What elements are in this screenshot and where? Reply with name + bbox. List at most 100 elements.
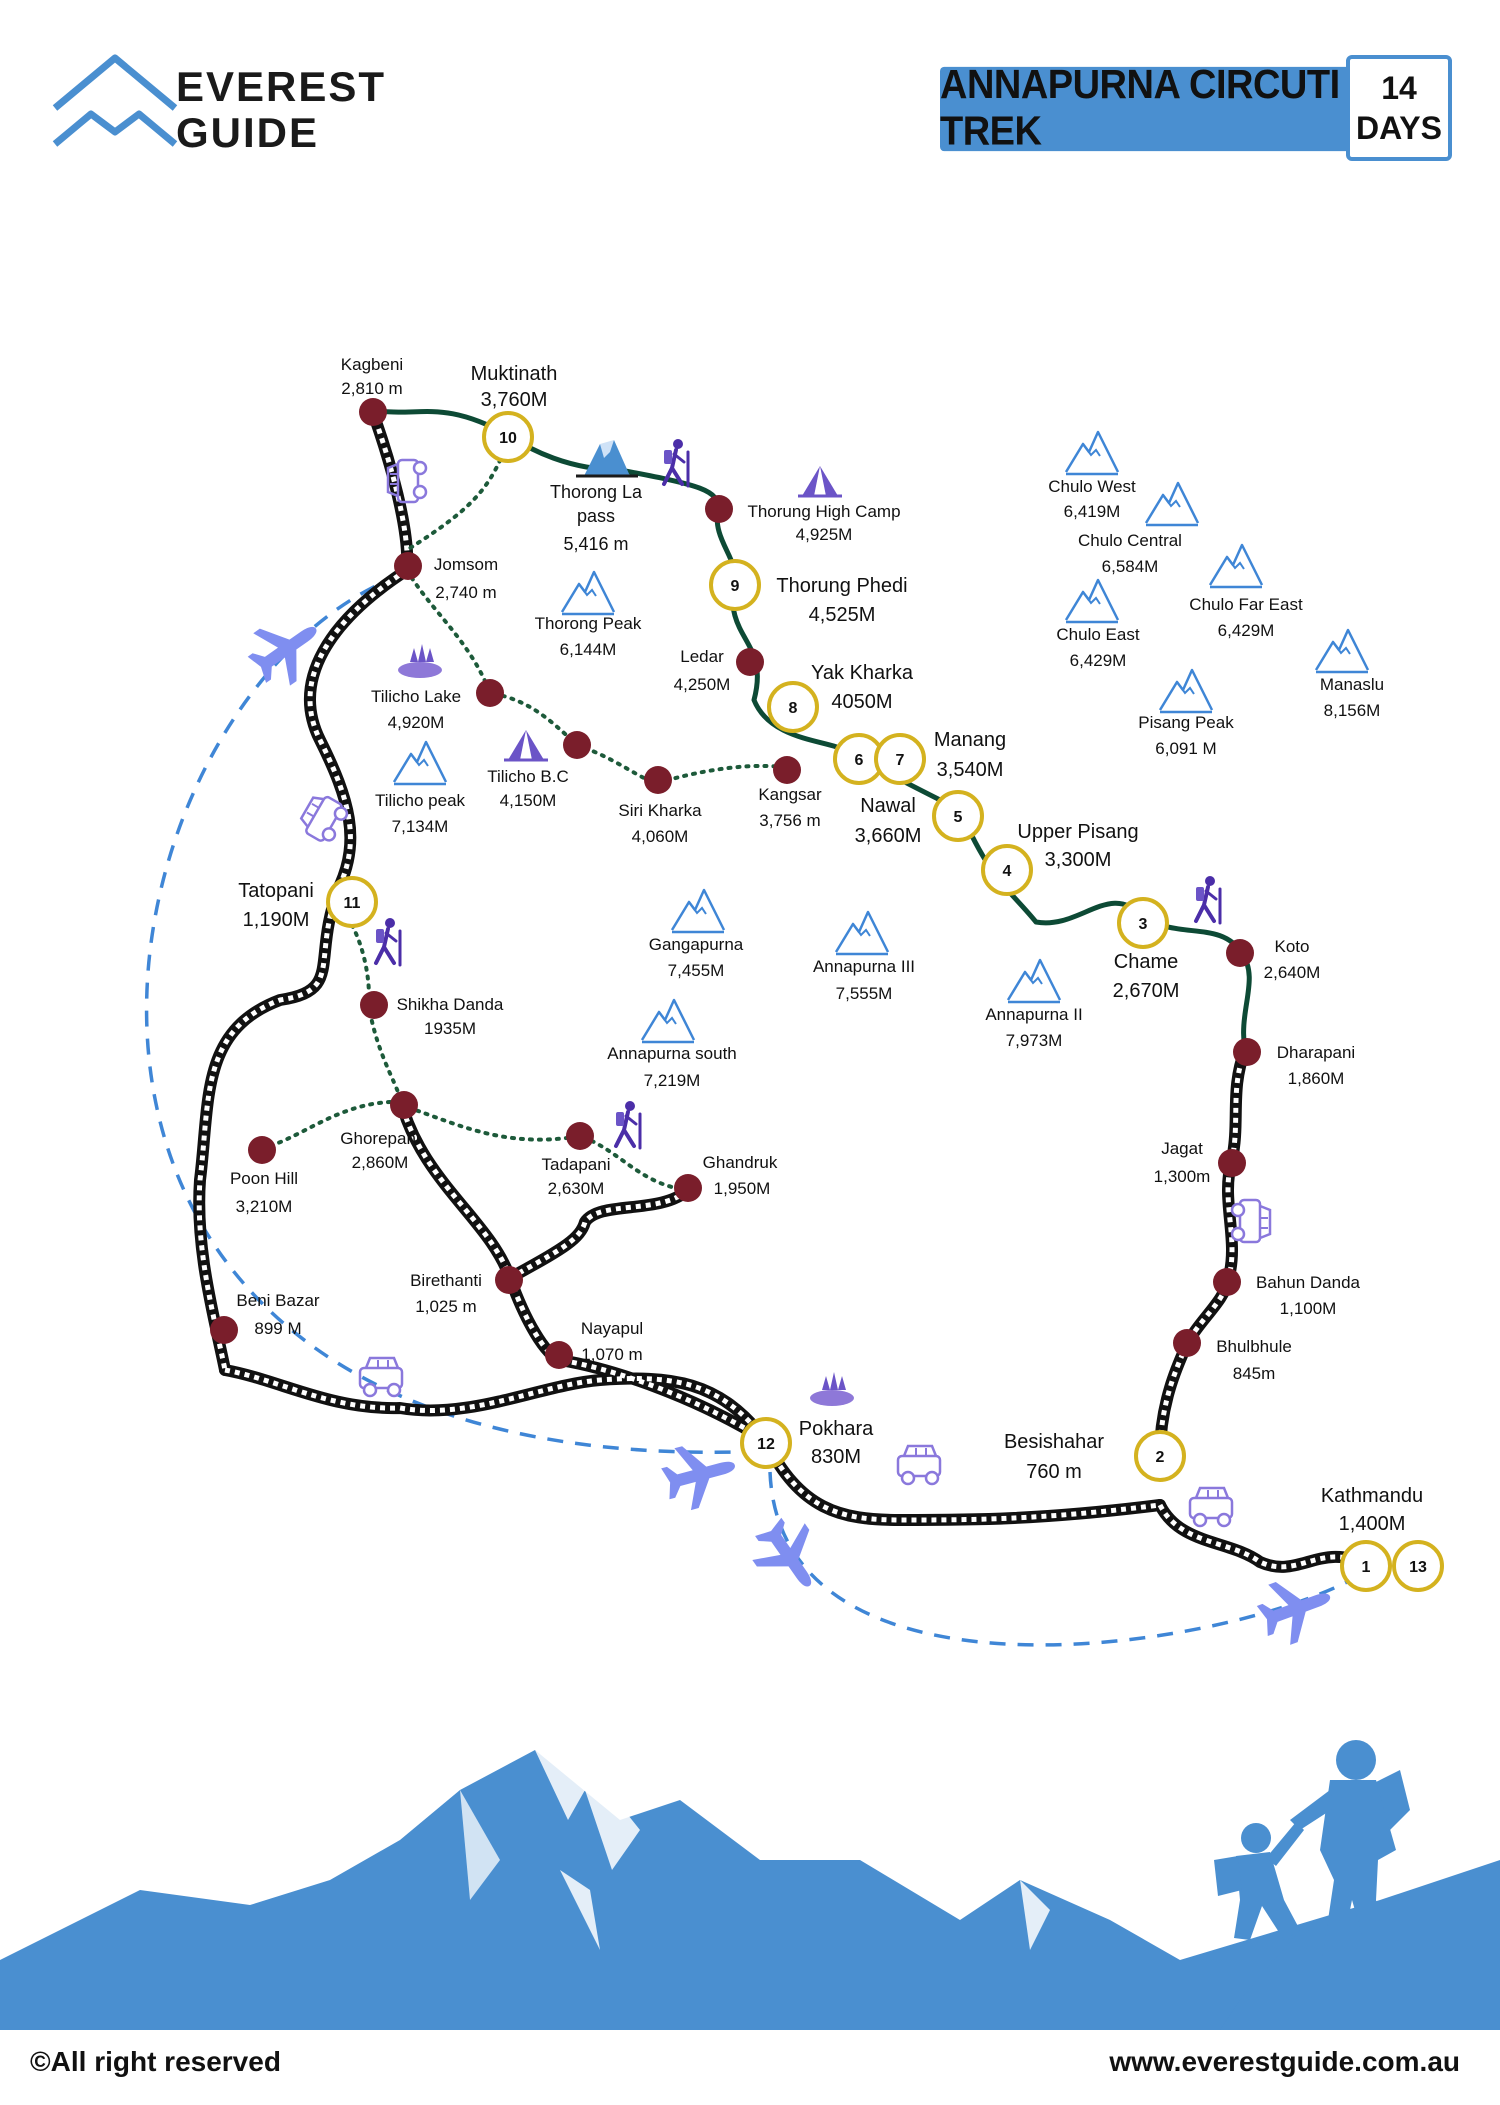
stage-8-number: 8: [789, 700, 798, 717]
waypoint-labels: Kagbeni 2,810 m Thorung High Camp 4,925M…: [230, 355, 1361, 1383]
waypoint-alt-ghorepani: 2,860M: [352, 1153, 409, 1172]
stage-labels: Kathmandu 1,400M Besishahar 760 m Chame …: [238, 363, 1423, 1535]
pass-name-line1: Thorong La: [550, 482, 643, 502]
waypoint-label-birethanti: Birethanti: [410, 1271, 482, 1290]
peak-label-annapurna-ii: Annapurna II: [985, 1005, 1082, 1024]
waypoint-alt-ghandruk: 1,950M: [714, 1179, 771, 1198]
peak-label-chulo-central: Chulo Central: [1078, 531, 1182, 550]
waypoint-marker: [248, 1136, 276, 1164]
footer-copyright: ©All right reserved: [30, 2046, 281, 2077]
peak-label-annapurna-south: Annapurna south: [607, 1044, 737, 1063]
peak-alt-chulo-east: 6,429M: [1070, 651, 1127, 670]
waypoint-label-kagbeni: Kagbeni: [341, 355, 403, 374]
waypoint-alt-thorung-high-camp: 4,925M: [796, 525, 853, 544]
mountain-logo-icon: [52, 54, 178, 147]
peak-alt-pisang-peak: 6,091 M: [1155, 739, 1216, 758]
waypoint-marker: [360, 991, 388, 1019]
waypoint-marker: [495, 1266, 523, 1294]
jeep-icon: [1230, 1198, 1272, 1244]
waypoint-label-kangsar: Kangsar: [758, 785, 822, 804]
peak-alt-thorong-peak: 6,144M: [560, 640, 617, 659]
waypoint-label-ledar: Ledar: [680, 647, 724, 666]
peaks-layer: [392, 430, 1370, 1044]
waypoint-alt-tilicho-bc: 4,150M: [500, 791, 557, 810]
duration-number: 14: [1381, 70, 1417, 106]
waypoint-marker: [1226, 939, 1254, 967]
peak-label-tilicho-peak: Tilicho peak: [375, 791, 466, 810]
waypoint-marker: [563, 731, 591, 759]
stage-alt-tatopani: 1,190M: [243, 909, 310, 931]
waypoint-marker: [705, 495, 733, 523]
waypoint-alt-dharapani: 1,860M: [1288, 1069, 1345, 1088]
waypoint-marker: [773, 756, 801, 784]
stage-alt-thorung-phedi: 4,525M: [809, 604, 876, 626]
peak-alt-gangapurna: 7,455M: [668, 961, 725, 980]
waypoint-alt-tilicho-lake: 4,920M: [388, 713, 445, 732]
waypoint-marker: [566, 1122, 594, 1150]
stage-label-nawal: Nawal: [860, 795, 916, 817]
pass-label: Thorong La pass 5,416 m: [550, 482, 643, 554]
waypoint-label-ghorepani: Ghorepani: [340, 1129, 419, 1148]
stage-4-number: 4: [1003, 863, 1012, 880]
waypoint-label-beni-bazar: Beni Bazar: [236, 1291, 319, 1310]
mountain-range-illustration: [0, 1750, 1500, 2100]
peak-label-chulo-east: Chulo East: [1056, 625, 1139, 644]
brand-line2: GUIDE: [176, 109, 320, 156]
peak-label-thorong-peak: Thorong Peak: [535, 614, 642, 633]
stage-alt-upper-pisang: 3,300M: [1045, 849, 1112, 871]
waypoint-alt-jomsom: 2,740 m: [435, 583, 496, 602]
stage-10-number: 10: [499, 430, 517, 447]
waypoint-alt-ledar: 4,250M: [674, 675, 731, 694]
waypoint-alt-beni-bazar: 899 M: [254, 1319, 301, 1338]
peak-icon: [1006, 958, 1062, 1004]
stage-markers: [326, 411, 1444, 1592]
pass-alt: 5,416 m: [563, 534, 628, 554]
peak-label-chulo-far-east: Chulo Far East: [1189, 595, 1303, 614]
waypoint-alt-bahun-danda: 1,100M: [1280, 1299, 1337, 1318]
pass-name-line2: pass: [577, 506, 615, 526]
footer-website-link[interactable]: www.everestguide.com.au: [1109, 2046, 1460, 2077]
waypoint-label-thorung-high-camp: Thorung High Camp: [747, 502, 900, 521]
waypoint-marker: [1213, 1268, 1241, 1296]
waypoint-label-dharapani: Dharapani: [1277, 1043, 1355, 1062]
waypoint-marker: [545, 1341, 573, 1369]
stage-13-number: 13: [1409, 1559, 1427, 1576]
stage-label-pokhara: Pokhara: [799, 1418, 874, 1440]
stage-6-number: 6: [855, 752, 864, 769]
waypoint-alt-poon-hill: 3,210M: [236, 1197, 293, 1216]
stage-label-chame: Chame: [1114, 951, 1178, 973]
waypoint-label-koto: Koto: [1275, 937, 1310, 956]
peak-labels: Chulo West 6,419M Chulo Central 6,584M C…: [375, 477, 1384, 1090]
stage-3-number: 3: [1139, 916, 1148, 933]
waypoint-alt-kangsar: 3,756 m: [759, 811, 820, 830]
stage-alt-nawal: 3,660M: [855, 825, 922, 847]
hiker-silhouette-icon: [1214, 1740, 1500, 2030]
camp-tent-icon: [796, 464, 844, 498]
stage-2-number: 2: [1156, 1449, 1165, 1466]
peak-icon: [640, 998, 696, 1044]
stage-alt-chame: 2,670M: [1113, 980, 1180, 1002]
stage-label-muktinath: Muktinath: [471, 363, 558, 385]
duration-unit: DAYS: [1356, 110, 1442, 146]
stage-alt-manang: 3,540M: [937, 759, 1004, 781]
peak-icon: [1208, 543, 1264, 589]
waypoints-layer: [210, 398, 1261, 1369]
peak-icon: [670, 888, 726, 934]
airplane-icon: [657, 1434, 744, 1515]
waypoint-label-shikha-danda: Shikha Danda: [397, 995, 504, 1014]
waypoint-label-nayapul: Nayapul: [581, 1319, 643, 1338]
waypoint-marker: [1233, 1038, 1261, 1066]
peak-icon: [560, 570, 616, 616]
waypoint-label-ghandruk: Ghandruk: [703, 1153, 778, 1172]
peak-icon: [1144, 481, 1200, 527]
jeep-icon: [1188, 1486, 1234, 1528]
stage-5-number: 5: [954, 809, 963, 826]
waypoint-label-jomsom: Jomsom: [434, 555, 498, 574]
waypoint-alt-bhulbhule: 845m: [1233, 1364, 1276, 1383]
stage-alt-besishahar: 760 m: [1026, 1461, 1082, 1483]
stage-7-number: 7: [896, 752, 905, 769]
stage-label-tatopani: Tatopani: [238, 880, 314, 902]
waypoint-alt-shikha-danda: 1935M: [424, 1019, 476, 1038]
peak-icon: [834, 910, 890, 956]
stage-9-number: 9: [731, 578, 740, 595]
